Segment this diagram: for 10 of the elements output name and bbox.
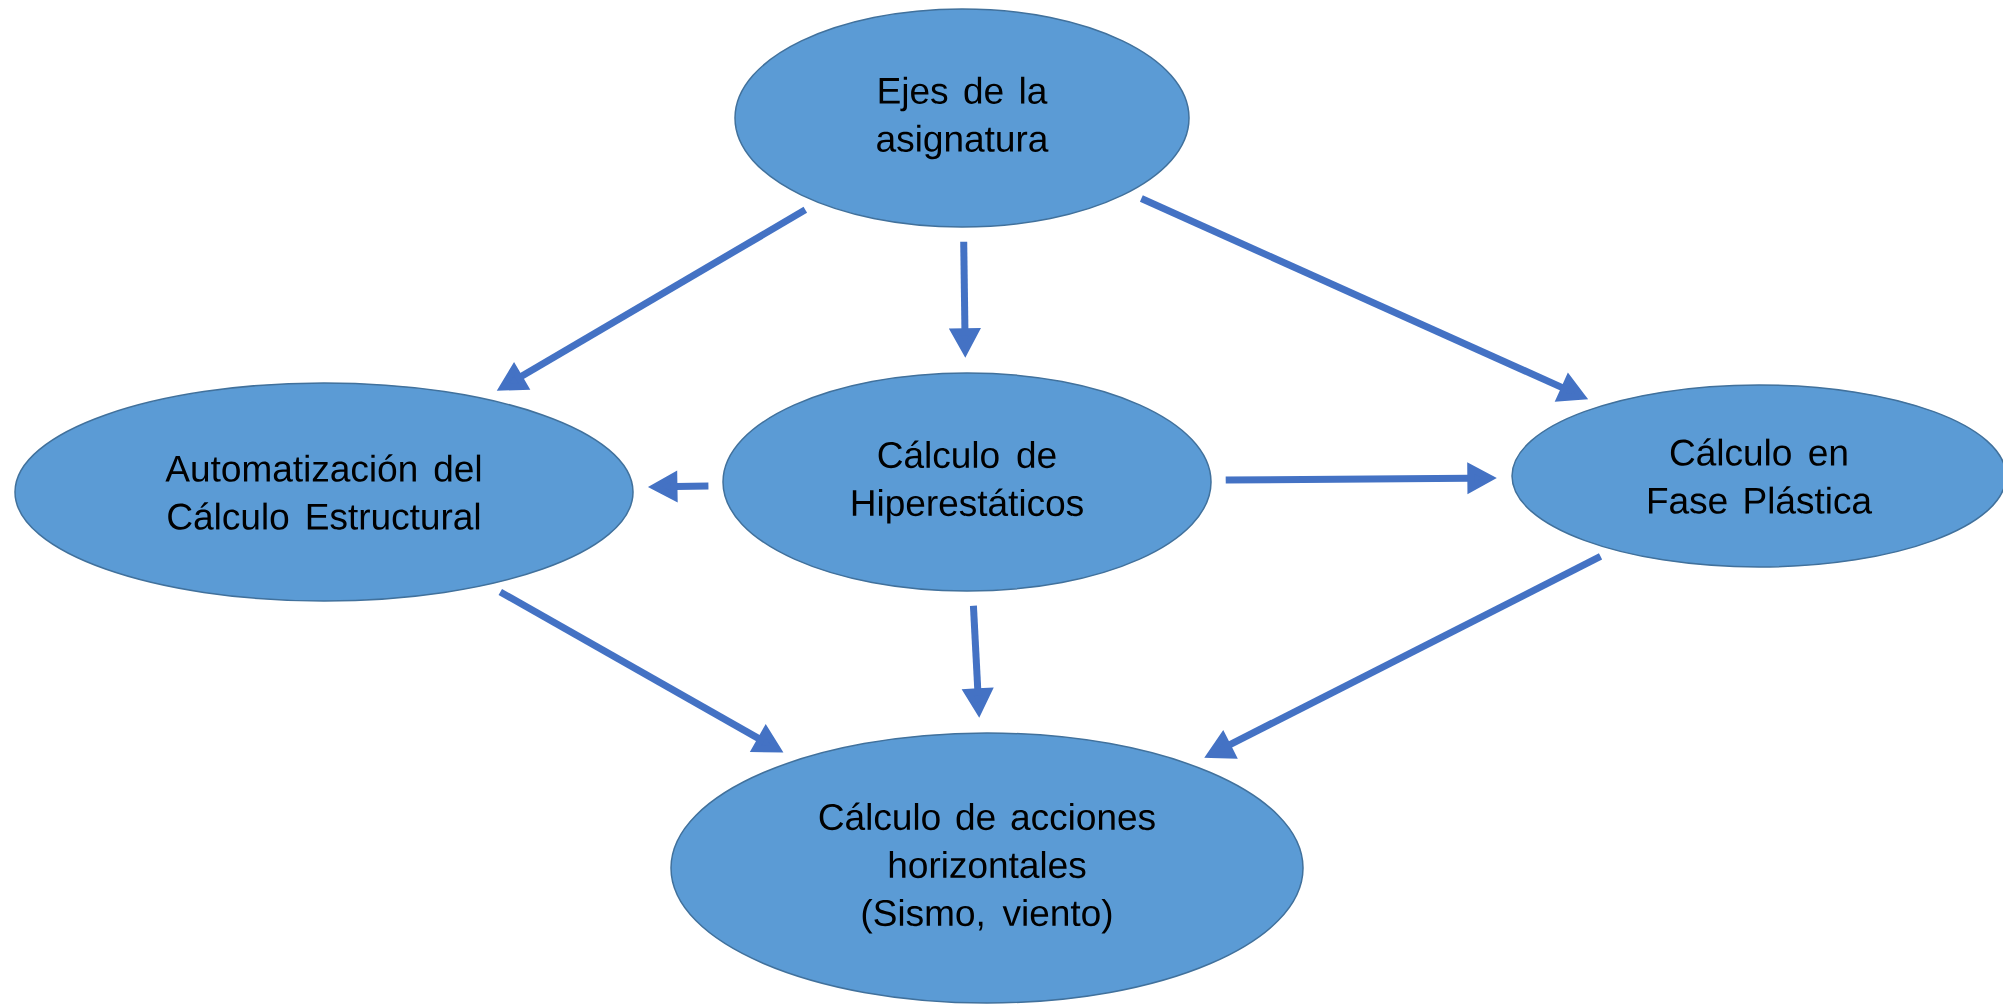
ellipse-node <box>722 372 1212 592</box>
node-text: Cálculo en Fase Plástica <box>1649 438 1873 514</box>
node-text: Cálculo de acciones horizontales (Sismo, viento) <box>819 802 1155 934</box>
ellipse-node <box>1511 384 2003 568</box>
ellipse-node <box>734 8 1190 228</box>
node-text: Cálculo de Hiperestáticos <box>852 440 1083 524</box>
node-text: Automatización del Cálculo Estructural <box>165 454 481 530</box>
ellipse-node <box>670 732 1304 1004</box>
ellipse-node <box>14 382 634 602</box>
node-text: Ejes de la asignatura <box>877 76 1049 160</box>
